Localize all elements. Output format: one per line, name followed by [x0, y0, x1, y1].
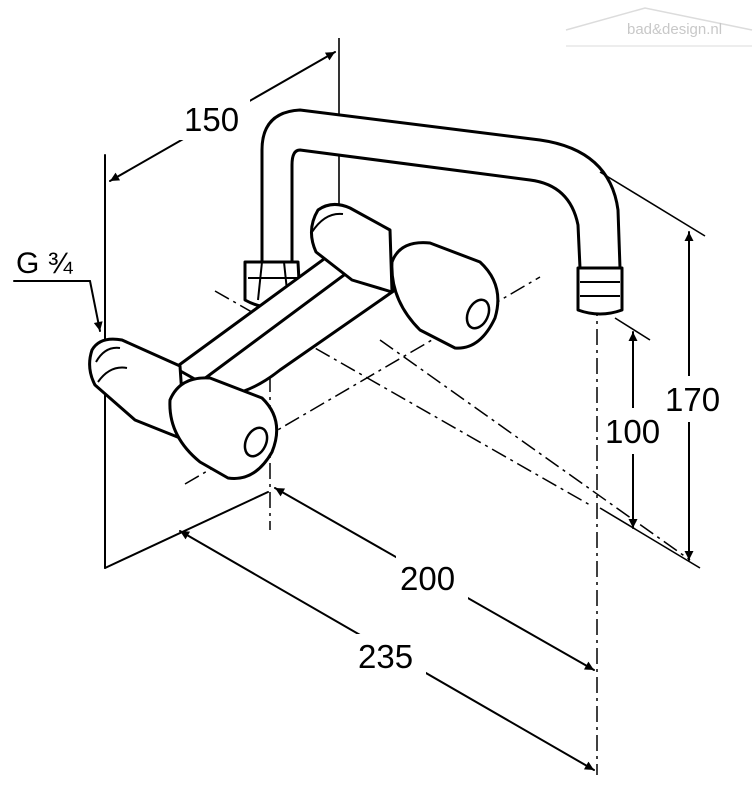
watermark-text: bad&design.nl — [627, 21, 722, 38]
faucet — [88, 108, 624, 480]
dimension-label-150: 150 — [184, 101, 239, 138]
dimension-170: 170 — [599, 171, 725, 569]
dimension-200: 200 — [274, 487, 595, 671]
dimension-label-200: 200 — [400, 560, 455, 597]
dimension-150: 150 — [109, 38, 340, 230]
watermark: bad&design.nl — [565, 7, 753, 47]
dimension-100: 100 — [603, 317, 667, 529]
dimension-connection: G ¾ — [13, 247, 103, 332]
dimension-label-100: 100 — [605, 413, 660, 450]
dimension-235: 235 — [179, 530, 595, 771]
dimension-label-connection: G ¾ — [16, 247, 74, 280]
dimension-label-170: 170 — [665, 381, 720, 418]
dimension-label-235: 235 — [358, 638, 413, 675]
